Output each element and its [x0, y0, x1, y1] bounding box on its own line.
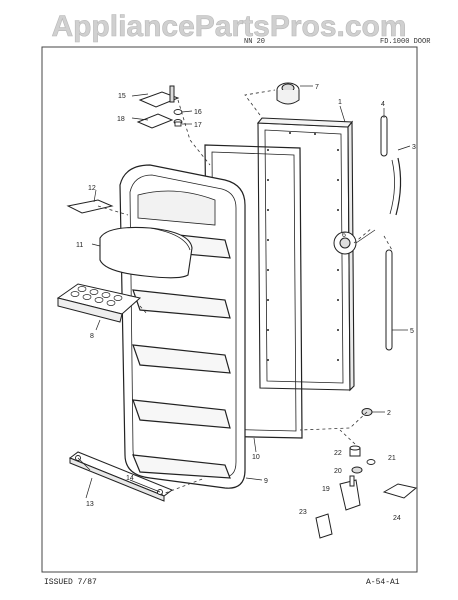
part-19-bottom-hinge [339, 475, 361, 511]
callout-21: 21 [388, 455, 396, 462]
part-21-washer [366, 459, 376, 465]
callout-8: 8 [90, 333, 94, 340]
callout-4: 4 [381, 101, 385, 108]
part-13-bottom-trim [68, 451, 174, 502]
part-16-washer [173, 109, 183, 115]
part-6-handle-screw [333, 231, 357, 255]
callout-7: 7 [315, 84, 319, 91]
part-11-dairy-door [99, 226, 193, 279]
callout-labels: 1 7 15 16 17 18 4 3 6 5 12 11 8 2 10 9 2… [76, 84, 416, 522]
part-8-egg-tray [56, 283, 142, 323]
part-17-bushing [173, 119, 183, 127]
callout-10: 10 [252, 454, 260, 461]
callout-20: 20 [334, 468, 342, 475]
part-24-hinge-bracket [382, 483, 418, 499]
callout-12: 12 [88, 185, 96, 192]
callout-24: 24 [393, 515, 401, 522]
part-22-bushing [349, 445, 361, 457]
callout-5: 5 [410, 328, 414, 335]
footer-document-code: A-54-A1 [366, 578, 400, 587]
assembly-dash-lines [97, 89, 393, 496]
callout-13: 13 [86, 501, 94, 508]
leader-lines [77, 85, 411, 499]
callout-17: 17 [194, 122, 202, 129]
callout-23: 23 [299, 509, 307, 516]
footer-issued-date: ISSUED 7/87 [44, 578, 97, 587]
callout-15: 15 [118, 93, 126, 100]
part-7-cap [276, 82, 300, 105]
callout-19: 19 [322, 486, 330, 493]
callout-1: 1 [338, 99, 342, 106]
part-5-handle-bottom-rod [385, 249, 393, 351]
part-18-hinge-plate [136, 113, 174, 129]
part-3-handle [389, 157, 402, 216]
callout-3: 3 [412, 144, 416, 151]
header-right-label: FD.1000 DOOR [380, 38, 431, 46]
part-20-spacer [351, 466, 363, 474]
part-15-top-hinge [138, 85, 180, 108]
callout-9: 9 [264, 478, 268, 485]
callout-6: 6 [342, 232, 346, 239]
part-1-outer-door-panel [256, 117, 355, 392]
callout-16: 16 [194, 109, 202, 116]
callout-11: 11 [76, 242, 83, 249]
callout-22: 22 [334, 450, 342, 457]
diagram-border [41, 46, 418, 573]
part-9-inner-door-liner [119, 164, 246, 489]
callout-2: 2 [387, 410, 391, 417]
callout-14: 14 [126, 475, 134, 482]
part-23-hinge-pin-bracket [315, 513, 333, 539]
part-12-clip [66, 199, 114, 214]
watermark: AppliancePartsPros.com [51, 10, 407, 44]
header-left-label: NN 20 [244, 38, 266, 46]
part-4-handle-top-rod [380, 115, 388, 157]
callout-18: 18 [117, 116, 125, 123]
watermark-text: AppliancePartsPros.com [51, 10, 406, 43]
